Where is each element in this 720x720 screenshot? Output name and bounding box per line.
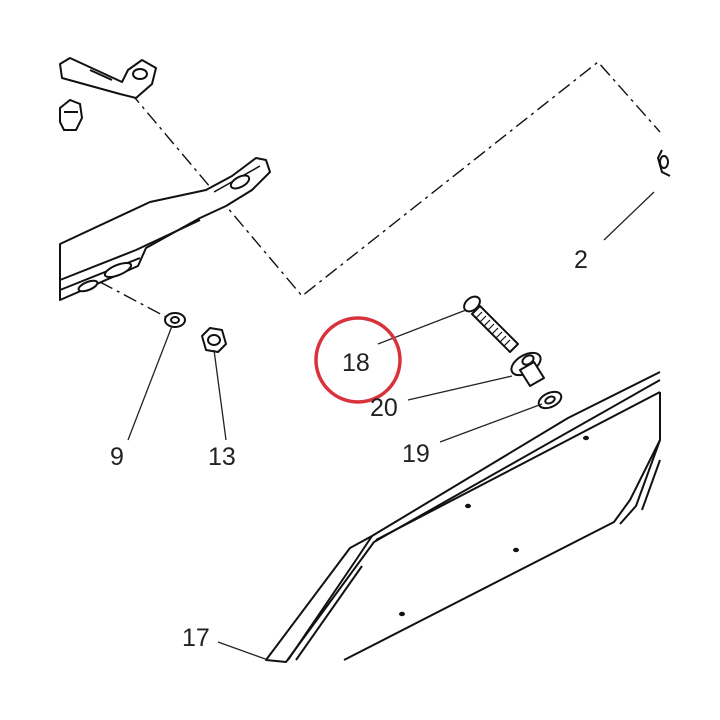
upper-bracket: [59, 57, 157, 99]
callout-labels: 2 9 13 18 20 19 17: [110, 246, 588, 652]
spacer-20: [510, 351, 545, 387]
leader-18: [377, 309, 467, 345]
callout-13[interactable]: 13: [208, 443, 236, 471]
leader-9: [127, 325, 173, 441]
knob: [59, 98, 84, 131]
leader-20: [407, 375, 513, 401]
leader-17: [217, 641, 269, 661]
callout-20[interactable]: 20: [370, 394, 398, 422]
leader-13: [213, 349, 227, 441]
callout-17[interactable]: 17: [182, 624, 210, 652]
right-frame-edge: [656, 149, 671, 177]
mounting-arm: [59, 157, 271, 301]
nut-13: [201, 327, 227, 353]
highlight-circle: [314, 316, 402, 404]
assembly-path-lines: [99, 61, 661, 319]
assembly-path-lower: [99, 281, 169, 319]
callout-2[interactable]: 2: [574, 246, 588, 274]
bolt-18: [463, 295, 519, 353]
plate-17: [265, 371, 661, 663]
callout-19[interactable]: 19: [402, 440, 430, 468]
leader-2: [603, 191, 655, 241]
washer-9: [164, 312, 186, 328]
leader-19: [439, 403, 543, 443]
callout-9[interactable]: 9: [110, 443, 124, 471]
washer-19: [537, 390, 563, 410]
plate-holes: [399, 435, 589, 617]
callout-18[interactable]: 18: [342, 349, 370, 377]
